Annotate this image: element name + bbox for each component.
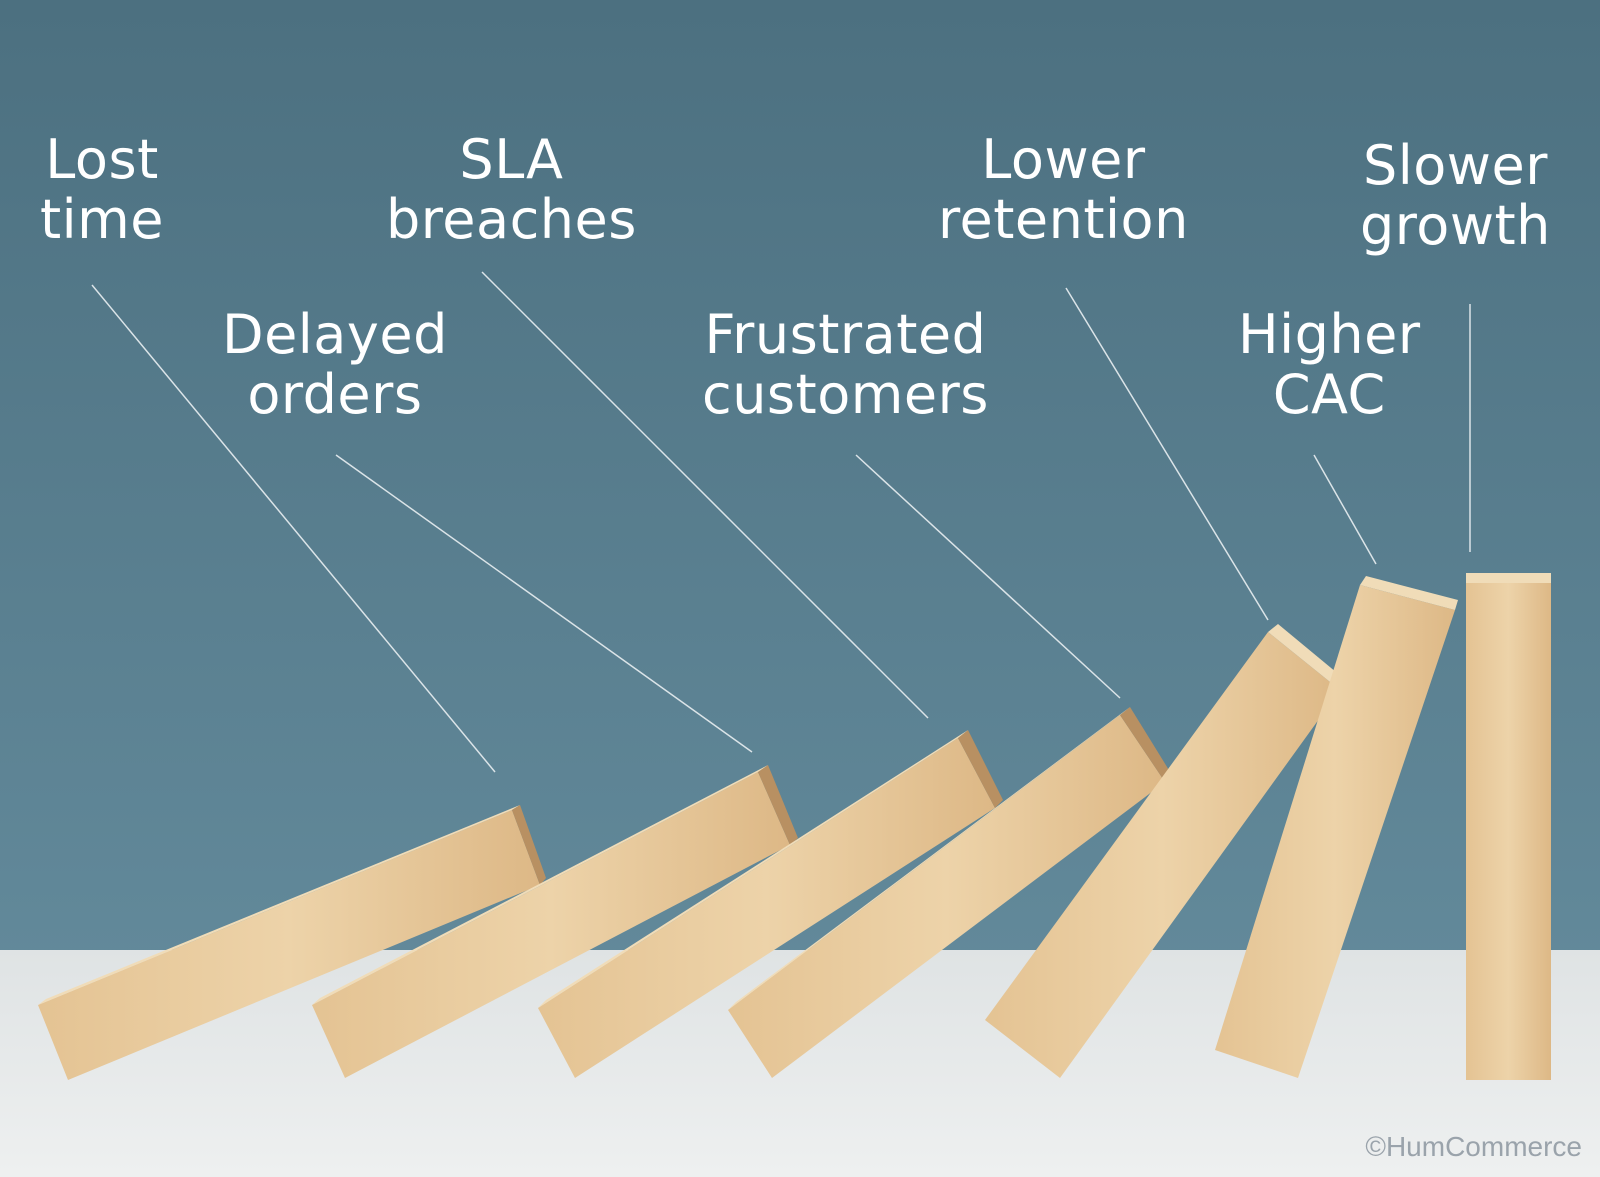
domino-5 [985, 624, 1348, 1078]
domino-3 [538, 730, 1003, 1078]
leader-lines [91, 271, 1471, 773]
leader-line-lower-retention [1065, 287, 1269, 621]
domino-4 [728, 707, 1172, 1078]
label-delayed-orders: Delayed orders [222, 303, 448, 426]
domino-2 [312, 765, 798, 1078]
label-sla-breaches: SLA breaches [386, 128, 637, 251]
label-lost-time: Lost time [40, 128, 165, 251]
label-slower-growth: Slower growth [1360, 134, 1551, 257]
leader-line-delayed-orders [335, 454, 753, 753]
leader-line-higher-cac [1313, 454, 1377, 565]
domino-1 [38, 805, 546, 1080]
domino-6 [1215, 576, 1458, 1078]
label-lower-retention: Lower retention [938, 128, 1189, 251]
copyright-credit: ©HumCommerce [1365, 1131, 1582, 1162]
domino-7 [1466, 573, 1551, 1080]
label-higher-cac: Higher CAC [1238, 303, 1421, 426]
label-frustrated-customers: Frustrated customers [702, 303, 989, 426]
leader-line-sla-breaches [481, 271, 929, 719]
leader-line-frustrated-customers [855, 454, 1121, 699]
leader-line-lost-time [91, 284, 496, 773]
